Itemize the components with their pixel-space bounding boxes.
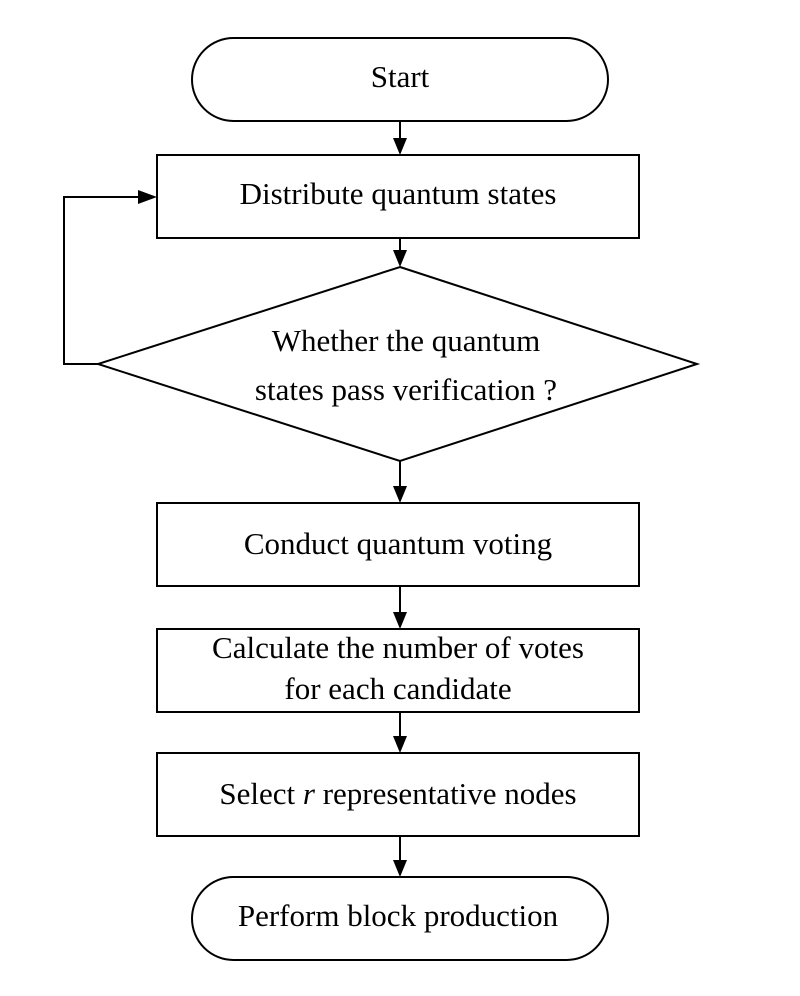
arrow-decision-to-voting bbox=[393, 461, 407, 503]
start-node: Start bbox=[191, 37, 609, 122]
end-node: Perform block production bbox=[191, 876, 609, 961]
distribute-node: Distribute quantum states bbox=[156, 154, 640, 239]
voting-label: Conduct quantum voting bbox=[244, 526, 552, 561]
start-label: Start bbox=[371, 59, 430, 94]
arrow-voting-to-calculate bbox=[393, 586, 407, 629]
select-label-variable: r bbox=[303, 776, 316, 811]
select-label-suffix: representative nodes bbox=[315, 776, 577, 811]
distribute-label: Distribute quantum states bbox=[240, 176, 557, 211]
end-label: Perform block production bbox=[238, 898, 559, 933]
select-node: Select r representative nodes bbox=[156, 752, 640, 837]
verification-decision-node: Whether the quantum states pass verifica… bbox=[94, 265, 701, 463]
decision-label-line1: Whether the quantum bbox=[272, 323, 541, 358]
arrow-start-to-distribute bbox=[393, 121, 407, 155]
arrow-select-to-end bbox=[393, 836, 407, 877]
arrow-calculate-to-select bbox=[393, 712, 407, 753]
calculate-node: Calculate the number of votes for each c… bbox=[156, 628, 640, 713]
select-label: Select r representative nodes bbox=[219, 776, 576, 811]
select-label-prefix: Select bbox=[219, 776, 303, 811]
loop-back-arrow bbox=[63, 190, 157, 365]
calculate-label-line2: for each candidate bbox=[284, 671, 511, 706]
decision-label-line2: states pass verification ? bbox=[255, 372, 557, 407]
arrow-distribute-to-decision bbox=[393, 238, 407, 267]
voting-node: Conduct quantum voting bbox=[156, 502, 640, 587]
calculate-label-line1: Calculate the number of votes bbox=[212, 630, 584, 665]
